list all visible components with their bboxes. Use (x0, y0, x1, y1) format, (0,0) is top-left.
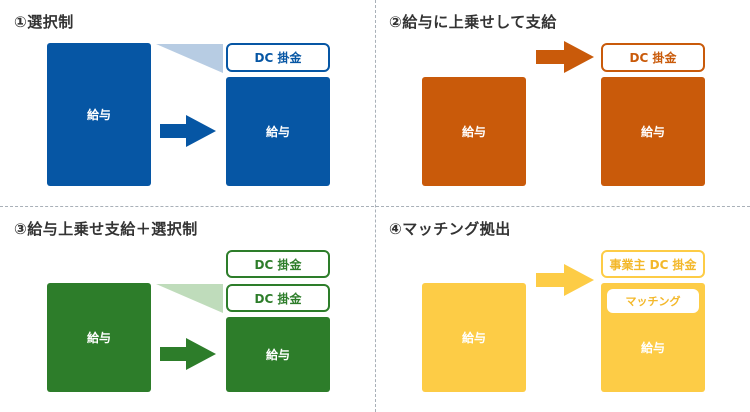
panel1-dc-pill: DC 掛金 (226, 43, 330, 72)
panel3-dc-pill-bottom: DC 掛金 (226, 284, 330, 312)
panel2-title: ②給与に上乗せして支給 (389, 13, 557, 31)
panel3-right-salary-box: 給与 (226, 317, 330, 392)
panel4-right-salary-box: マッチング 給与 (601, 283, 705, 392)
horizontal-divider (0, 206, 750, 207)
panel4-title: ④マッチング拠出 (389, 220, 511, 238)
panel4-left-salary-box: 給与 (422, 283, 526, 392)
panel4-right-salary-label: 給与 (640, 341, 665, 355)
panel1-title: ①選択制 (14, 13, 74, 31)
panel4-employer-dc-pill: 事業主 DC 掛金 (601, 250, 705, 278)
panel1-left-salary-box: 給与 (47, 43, 151, 186)
panel3-dc-pill-top: DC 掛金 (226, 250, 330, 278)
panel4-matching-pill: マッチング (607, 289, 699, 313)
panel2-right-salary-box: 給与 (601, 77, 705, 186)
panel3-title: ③給与上乗せ支給＋選択制 (14, 220, 198, 238)
panel3-left-salary-box: 給与 (47, 283, 151, 392)
panel2-left-salary-box: 給与 (422, 77, 526, 186)
panel1-right-salary-box: 給与 (226, 77, 330, 186)
panel2-dc-pill: DC 掛金 (601, 43, 705, 72)
